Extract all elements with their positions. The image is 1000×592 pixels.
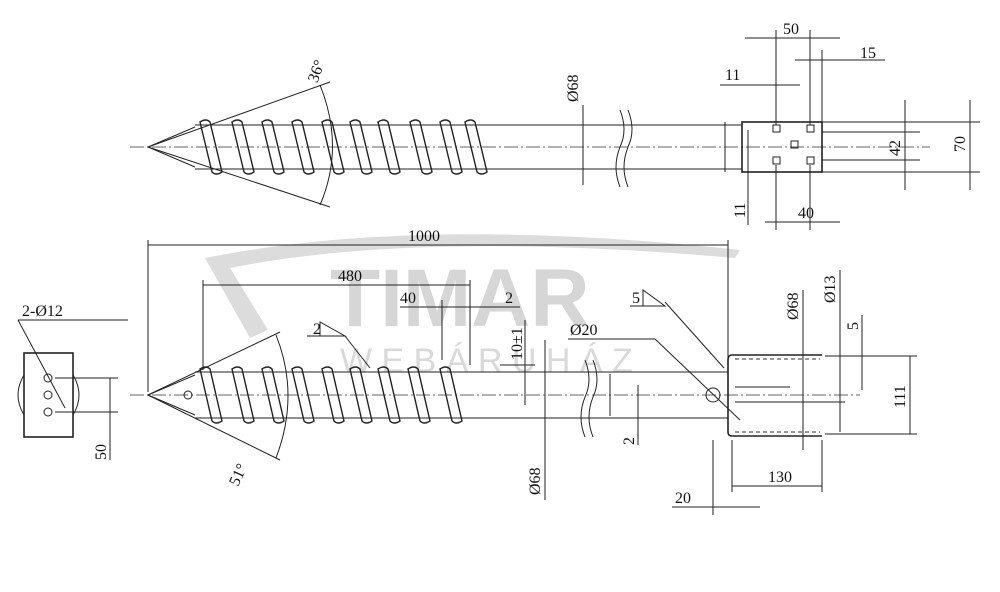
helix-coil [464, 119, 488, 175]
helix-coil [439, 119, 463, 175]
top-view: 36° Ø68 42 70 50 15 11 11 40 [130, 21, 980, 230]
tolerance: 10±1 [509, 327, 526, 360]
offset-20: 20 [675, 490, 691, 507]
flange-thickness: 5 [845, 322, 862, 330]
gap-40: 40 [400, 290, 416, 307]
helix-coil [321, 366, 345, 424]
gap-2: 2 [505, 290, 513, 307]
holes-label: 2-Ø12 [22, 303, 63, 320]
helix-coil [291, 119, 315, 175]
side-shaft-dia: Ø68 [527, 467, 544, 495]
hole-dia: Ø20 [570, 322, 598, 339]
hole-spacing-v: 42 [887, 140, 904, 156]
plate-height: 70 [952, 136, 969, 152]
plate-edge: 15 [860, 45, 876, 62]
helix-coil [231, 366, 255, 424]
length-total: 1000 [408, 228, 440, 245]
helix-coil [321, 119, 345, 175]
bracket-length: 130 [768, 469, 792, 486]
helix-coil [261, 366, 285, 424]
helix-coil [409, 119, 433, 175]
helix-coil [291, 366, 315, 424]
end-view: 2-Ø12 50 [17, 303, 128, 460]
helix-coil [349, 119, 373, 175]
helix-coil [349, 366, 373, 424]
weld-right: 5 [632, 290, 640, 307]
helix-coil [439, 366, 463, 424]
top-shaft-dia-label: Ø68 [565, 74, 582, 102]
top-angle-label: 36° [305, 58, 329, 85]
bolt-dia: Ø13 [822, 275, 839, 303]
side-angle: 51° [226, 461, 251, 488]
hole-spacing: 50 [93, 444, 110, 460]
hole-spacing-h: 40 [798, 205, 814, 222]
helix-coil [261, 119, 285, 175]
helix-coil [377, 366, 401, 424]
plate-width: 50 [783, 21, 799, 38]
wall-thickness: 2 [621, 437, 638, 445]
watermark-brand: TIMAR [330, 253, 590, 344]
helix-length: 480 [338, 268, 362, 285]
helix-coil [199, 366, 223, 424]
helix-coil [407, 366, 431, 424]
bracket-height: 111 [892, 385, 909, 408]
side-view: 1000 480 40 2 2 5 51° Ø20 10±1 Ø68 2 Ø68… [130, 228, 917, 515]
helix-coil [231, 119, 255, 175]
bracket-dia: Ø68 [785, 292, 802, 320]
weld-left: 2 [313, 321, 321, 338]
helix-coil [199, 119, 223, 175]
hole-offset-top: 11 [725, 67, 740, 84]
helix-coil [377, 119, 401, 175]
hole-offset-bottom: 11 [732, 203, 749, 218]
